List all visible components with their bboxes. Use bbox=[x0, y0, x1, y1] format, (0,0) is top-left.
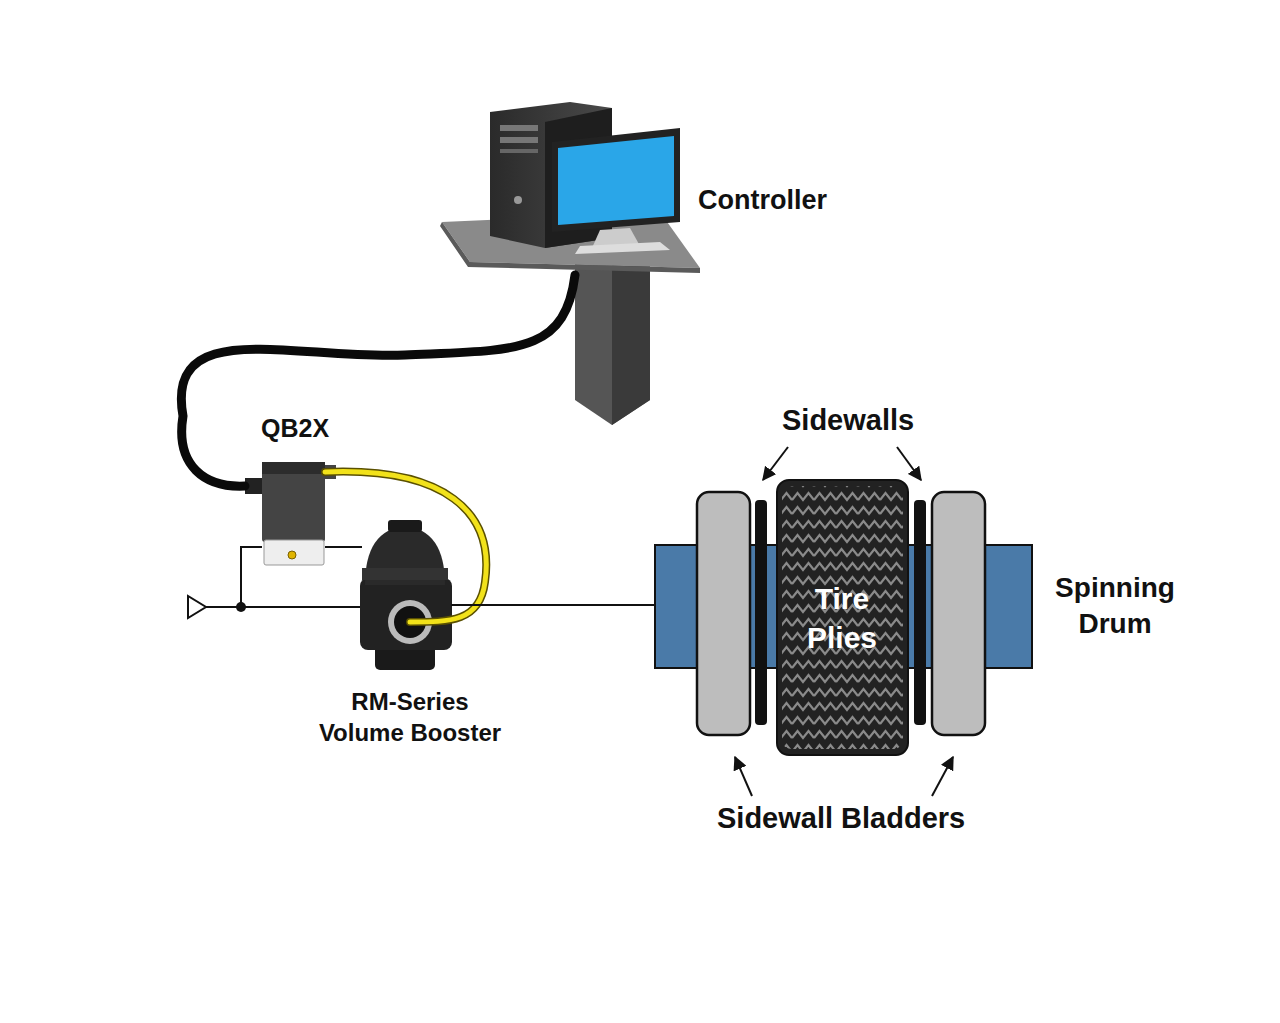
controller-node: Controller bbox=[440, 95, 840, 430]
supply-symbol bbox=[188, 596, 206, 618]
regulator-node: QB2X bbox=[245, 410, 340, 570]
part-label: Sidewall Bladders bbox=[717, 800, 965, 838]
connector bbox=[452, 604, 655, 606]
node-label: Tire Plies bbox=[792, 579, 892, 657]
part-label: Sidewalls bbox=[782, 402, 914, 440]
booster-node: RM-Series Volume Booster bbox=[300, 518, 520, 763]
computer-illustration bbox=[440, 102, 700, 425]
tube-outline bbox=[325, 472, 486, 622]
sidewall bbox=[914, 500, 926, 725]
node-label: Spinning Drum bbox=[1035, 570, 1195, 643]
node-label: QB2X bbox=[261, 412, 329, 445]
node-label: Controller bbox=[698, 183, 827, 218]
tire-node: Tire Plies bbox=[777, 480, 908, 755]
sidewall-bladder bbox=[932, 492, 985, 735]
volume-booster bbox=[360, 520, 452, 670]
tire-ply-pattern bbox=[782, 486, 903, 749]
sidewall bbox=[755, 500, 767, 725]
tire bbox=[777, 480, 908, 755]
leader-arrow bbox=[735, 447, 953, 796]
drum-node: Spinning Drum Tire Plies bbox=[655, 545, 1195, 668]
qb2x-regulator bbox=[245, 462, 336, 565]
node-label: RM-Series Volume Booster bbox=[310, 686, 510, 748]
junction-dot bbox=[236, 602, 246, 612]
sidewall-bladder bbox=[697, 492, 750, 735]
connector bbox=[181, 275, 575, 486]
connector bbox=[325, 472, 486, 622]
